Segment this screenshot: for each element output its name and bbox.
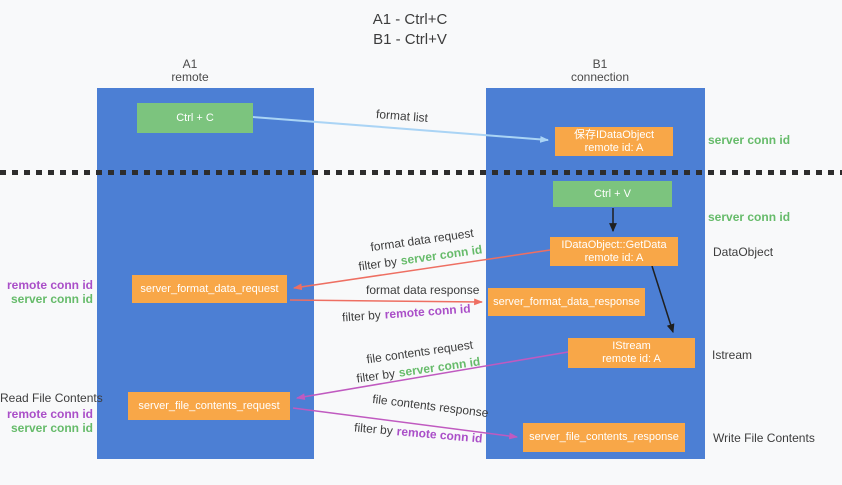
format-data-request-arrow: [292, 249, 551, 291]
left-lane-title: A1: [182, 57, 198, 71]
file-request-node: server_file_contents_request: [128, 392, 290, 420]
remote-conn-id-annotation-top: remote conn id: [6, 278, 93, 292]
getdata-node: IDataObject::GetData remote id: A: [550, 237, 678, 266]
getdata-to-istream-arrow: [651, 265, 675, 334]
right-lane-header: B1 connection: [530, 58, 670, 84]
getdata-line2: remote id: A: [584, 251, 644, 264]
save-dataobject-line1: 保存IDataObject: [573, 128, 655, 141]
ctrl-v-label: Ctrl + V: [594, 187, 631, 200]
diagram-title: A1 - Ctrl+C B1 - Ctrl+V: [0, 10, 820, 50]
left-lane-header: A1 remote: [120, 58, 260, 84]
write-file-contents-annotation: Write File Contents: [713, 431, 815, 445]
title-line-ctrl-c: A1 - Ctrl+C: [372, 11, 448, 28]
ctrl-v-node: Ctrl + V: [553, 181, 672, 207]
format-data-response-arrow: [289, 298, 484, 306]
ctrl-c-label: Ctrl + C: [176, 111, 214, 124]
istream-node: IStream remote id: A: [568, 338, 695, 368]
read-file-contents-annotation: Read File Contents: [0, 391, 103, 405]
save-dataobject-node: 保存IDataObject remote id: A: [555, 127, 673, 156]
left-lane-subtitle: remote: [171, 70, 209, 84]
istream-annotation: Istream: [712, 348, 753, 362]
ctrl-c-node: Ctrl + C: [137, 103, 253, 133]
format-data-response-label: format data response: [366, 283, 480, 297]
session-divider-dotted-line: [0, 170, 842, 175]
dataobject-annotation: DataObject: [713, 245, 774, 259]
istream-line1: IStream: [612, 340, 651, 352]
right-lane-title: B1: [592, 57, 608, 71]
file-response-label: server_file_contents_response: [529, 431, 679, 443]
getdata-line1: IDataObject::GetData: [561, 238, 667, 251]
save-dataobject-line2: remote id: A: [584, 141, 644, 154]
format-response-label: server_format_data_response: [493, 295, 640, 308]
format-list-arrow: [252, 116, 550, 143]
server-conn-id-annotation-top: server conn id: [708, 133, 791, 147]
filter-by-text: filter by: [341, 307, 382, 325]
remote-conn-id-annotation-bottom: remote conn id: [6, 407, 93, 421]
file-contents-response-arrow: [292, 407, 519, 440]
right-lane-subtitle: connection: [570, 70, 630, 84]
title-line-ctrl-v: B1 - Ctrl+V: [373, 31, 447, 48]
file-request-label: server_file_contents_request: [138, 399, 280, 412]
server-conn-id-annotation-mid: server conn id: [708, 210, 791, 224]
format-request-label: server_format_data_request: [140, 282, 279, 295]
format-request-node: server_format_data_request: [132, 275, 287, 303]
file-response-node: server_file_contents_response: [523, 423, 685, 452]
server-conn-id-annotation-left-top: server conn id: [10, 292, 93, 306]
server-conn-id-annotation-left-bottom: server conn id: [10, 421, 93, 435]
istream-line2: remote id: A: [602, 353, 661, 365]
file-contents-request-arrow: [295, 351, 569, 401]
format-response-node: server_format_data_response: [488, 288, 645, 316]
